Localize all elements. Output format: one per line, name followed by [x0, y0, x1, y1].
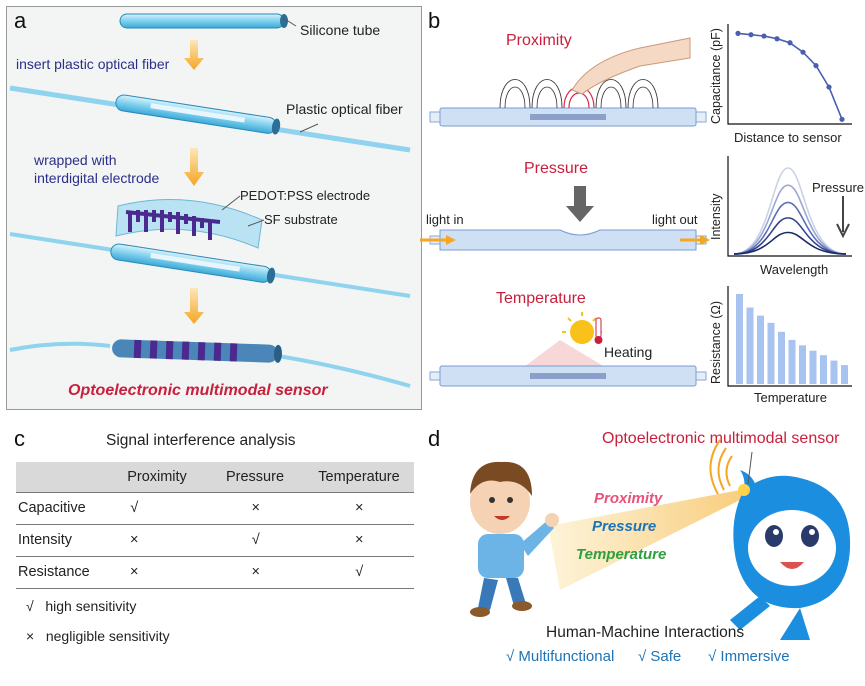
panel-c-label: c — [14, 426, 25, 451]
legend-low-text: negligible sensitivity — [45, 628, 170, 644]
legend-high-symbol: √ — [26, 598, 34, 614]
intensity-series-line — [733, 217, 847, 255]
temperature-label: Temperature — [496, 290, 586, 307]
step-arrow — [184, 288, 204, 324]
step-wrap-label-1: wrapped with — [34, 152, 117, 168]
panel-a-caption: Optoelectronic multimodal sensor — [68, 382, 328, 399]
capacitance-point — [800, 49, 806, 55]
interference-table: Proximity Pressure Temperature Capacitiv… — [16, 462, 414, 589]
step-insert-label: insert plastic optical fiber — [16, 56, 170, 72]
sensor-glow-icon — [738, 484, 750, 496]
col-temperature: Temperature — [318, 469, 400, 485]
capacitance-point — [748, 32, 754, 38]
silicone-tube-label: Silicone tube — [300, 22, 381, 38]
beam-temperature: Temperature — [576, 546, 667, 563]
capacitance-point — [839, 116, 845, 122]
feature-safe: √ Safe — [638, 648, 682, 665]
resistance-bar — [830, 360, 838, 384]
resistance-bar — [778, 331, 785, 384]
panel-b-label: b — [428, 8, 441, 33]
capacitance-point — [774, 36, 780, 42]
capacitance-point — [735, 30, 741, 36]
legend-low-symbol: × — [26, 628, 35, 644]
cap-ylabel: Capacitance (pF) — [709, 28, 723, 124]
res-xlabel: Temperature — [754, 390, 827, 405]
step-wrap-label-2: interdigital electrode — [34, 170, 160, 186]
light-out-label: light out — [652, 212, 698, 227]
capacitance-point — [761, 33, 767, 39]
finger-icon — [571, 37, 691, 95]
panel-a-label: a — [14, 8, 27, 33]
substrate-label: SF substrate — [264, 212, 338, 227]
resistance-bar — [841, 365, 848, 384]
intensity-chart — [733, 167, 847, 255]
int-ylabel: Intensity — [709, 193, 723, 240]
beam-proximity: Proximity — [594, 490, 663, 507]
capacitance-chart — [735, 30, 845, 122]
capacitance-point — [826, 84, 832, 90]
intensity-series-line — [733, 167, 847, 255]
legend-high: √ high sensitivity — [26, 598, 136, 614]
col-proximity: Proximity — [127, 469, 187, 485]
table-title: Signal interference analysis — [106, 432, 296, 449]
pressure-label: Pressure — [524, 160, 589, 177]
signal-beam — [548, 490, 744, 590]
electrode-label: PEDOT:PSS electrode — [240, 188, 371, 203]
resistance-chart — [736, 294, 848, 384]
intensity-series-line — [733, 184, 847, 255]
resistance-bar — [767, 322, 775, 384]
resistance-bar — [799, 345, 806, 384]
pressure-arrow-icon — [566, 186, 594, 222]
resistance-bar — [757, 315, 764, 384]
pressure-trend-arrow — [836, 196, 850, 239]
legend-high-text: high sensitivity — [45, 598, 137, 614]
step-arrow — [184, 40, 204, 70]
feature-immersive: √ Immersive — [708, 648, 790, 665]
table-row: Capacitive √ × × — [16, 493, 414, 525]
sun-icon — [570, 320, 594, 344]
table-row: Intensity × √ × — [16, 525, 414, 557]
step-arrow — [184, 148, 204, 186]
boy-illustration — [470, 461, 559, 617]
resistance-bar — [788, 339, 796, 384]
light-in-label: light in — [426, 212, 464, 227]
heating-label: Heating — [604, 344, 653, 360]
col-pressure: Pressure — [225, 469, 285, 485]
capacitance-point — [787, 40, 793, 46]
table-row: Resistance × × √ — [16, 557, 414, 589]
cap-xlabel: Distance to sensor — [734, 130, 842, 145]
resistance-bar — [746, 307, 754, 384]
int-xlabel: Wavelength — [760, 262, 829, 277]
panel-d-label: d — [428, 426, 441, 451]
resistance-bar — [809, 350, 817, 384]
beam-pressure: Pressure — [592, 518, 657, 535]
plastic-fiber-label: Plastic optical fiber — [286, 101, 403, 117]
legend-low: × negligible sensitivity — [26, 628, 170, 644]
panel-d-title: Optoelectronic multimodal sensor — [602, 430, 840, 447]
robot-illustration — [709, 439, 851, 640]
intensity-series-line — [733, 201, 847, 255]
proximity-label: Proximity — [506, 32, 572, 49]
hmi-title: Human-Machine Interactions — [546, 624, 745, 641]
int-arrow-label: Pressure — [812, 180, 865, 195]
feature-multifunctional: √ Multifunctional — [506, 648, 615, 665]
res-ylabel: Resistance (Ω) — [709, 301, 723, 384]
resistance-bar — [736, 294, 743, 384]
pedot-pss-electrode — [125, 210, 221, 240]
table-header: Proximity Pressure Temperature — [16, 462, 414, 493]
capacitance-point — [813, 63, 819, 69]
intensity-series-line — [733, 231, 847, 255]
resistance-bar — [820, 355, 827, 384]
